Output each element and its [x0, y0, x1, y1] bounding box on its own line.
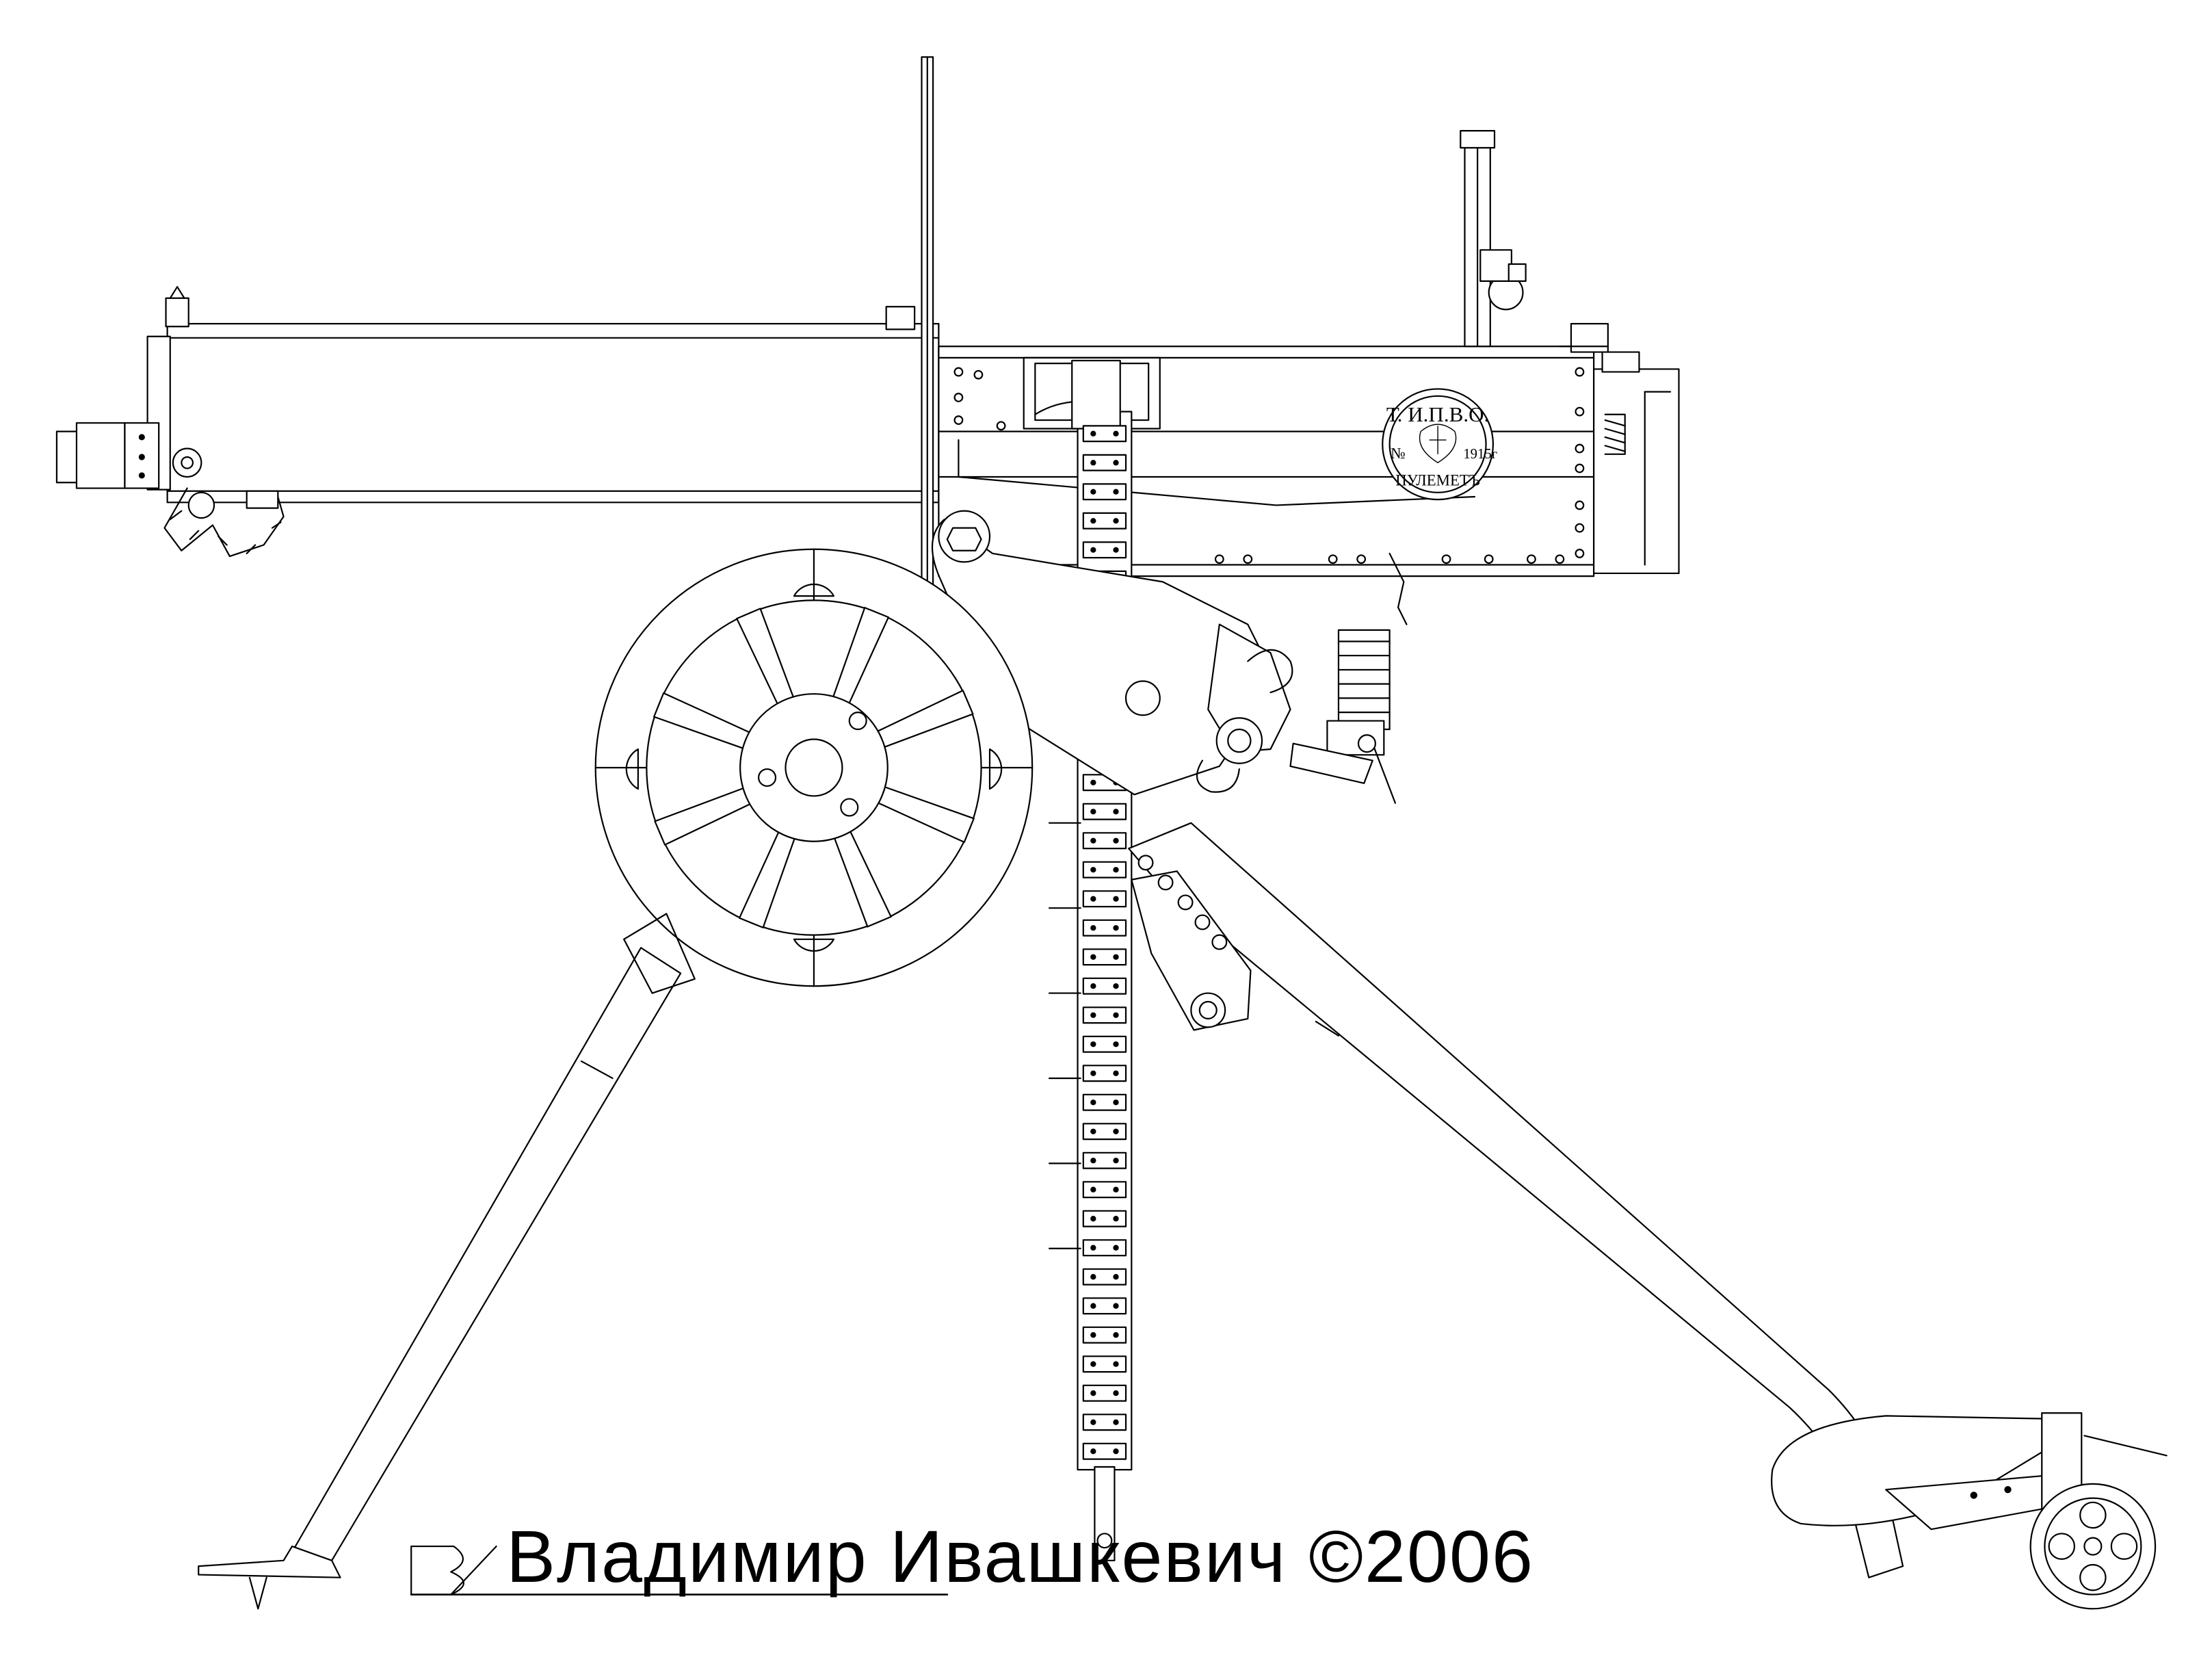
carriage-wheel [596, 549, 1033, 987]
author-signature: Владимир Ивашкевич ©2006 [411, 1515, 1534, 1598]
receiver-body [938, 324, 1607, 576]
stamp-number-label: № [1391, 445, 1406, 462]
maker-stamp: Т. И.П.В.О. № 1915г ПУЛЕМЕТЪ [1382, 389, 1497, 499]
rear-trail-leg [1129, 823, 1903, 1578]
traverse-and-elevation-arm [932, 511, 1292, 795]
gunner-seat [1772, 1413, 2167, 1529]
firing-lever-spring [1291, 554, 1407, 803]
rear-handle-assembly [1594, 352, 1678, 573]
wheel-spokes [654, 608, 974, 928]
front-sight-post [922, 57, 934, 610]
barrel-jacket [148, 307, 939, 502]
rear-sight-leaf [1460, 131, 1525, 346]
front-trail-leg [198, 913, 695, 1609]
stamp-top-text: Т. И.П.В.О. [1386, 402, 1490, 426]
stamp-bottom-text: ПУЛЕМЕТЪ [1395, 471, 1480, 489]
plug-with-chain [164, 449, 283, 557]
rear-roller-wheel [2031, 1484, 2155, 1609]
muzzle-assembly [57, 287, 189, 488]
signature-caption: Владимир Ивашкевич ©2006 [506, 1515, 1534, 1598]
stamp-year: 1915г [1463, 447, 1497, 462]
